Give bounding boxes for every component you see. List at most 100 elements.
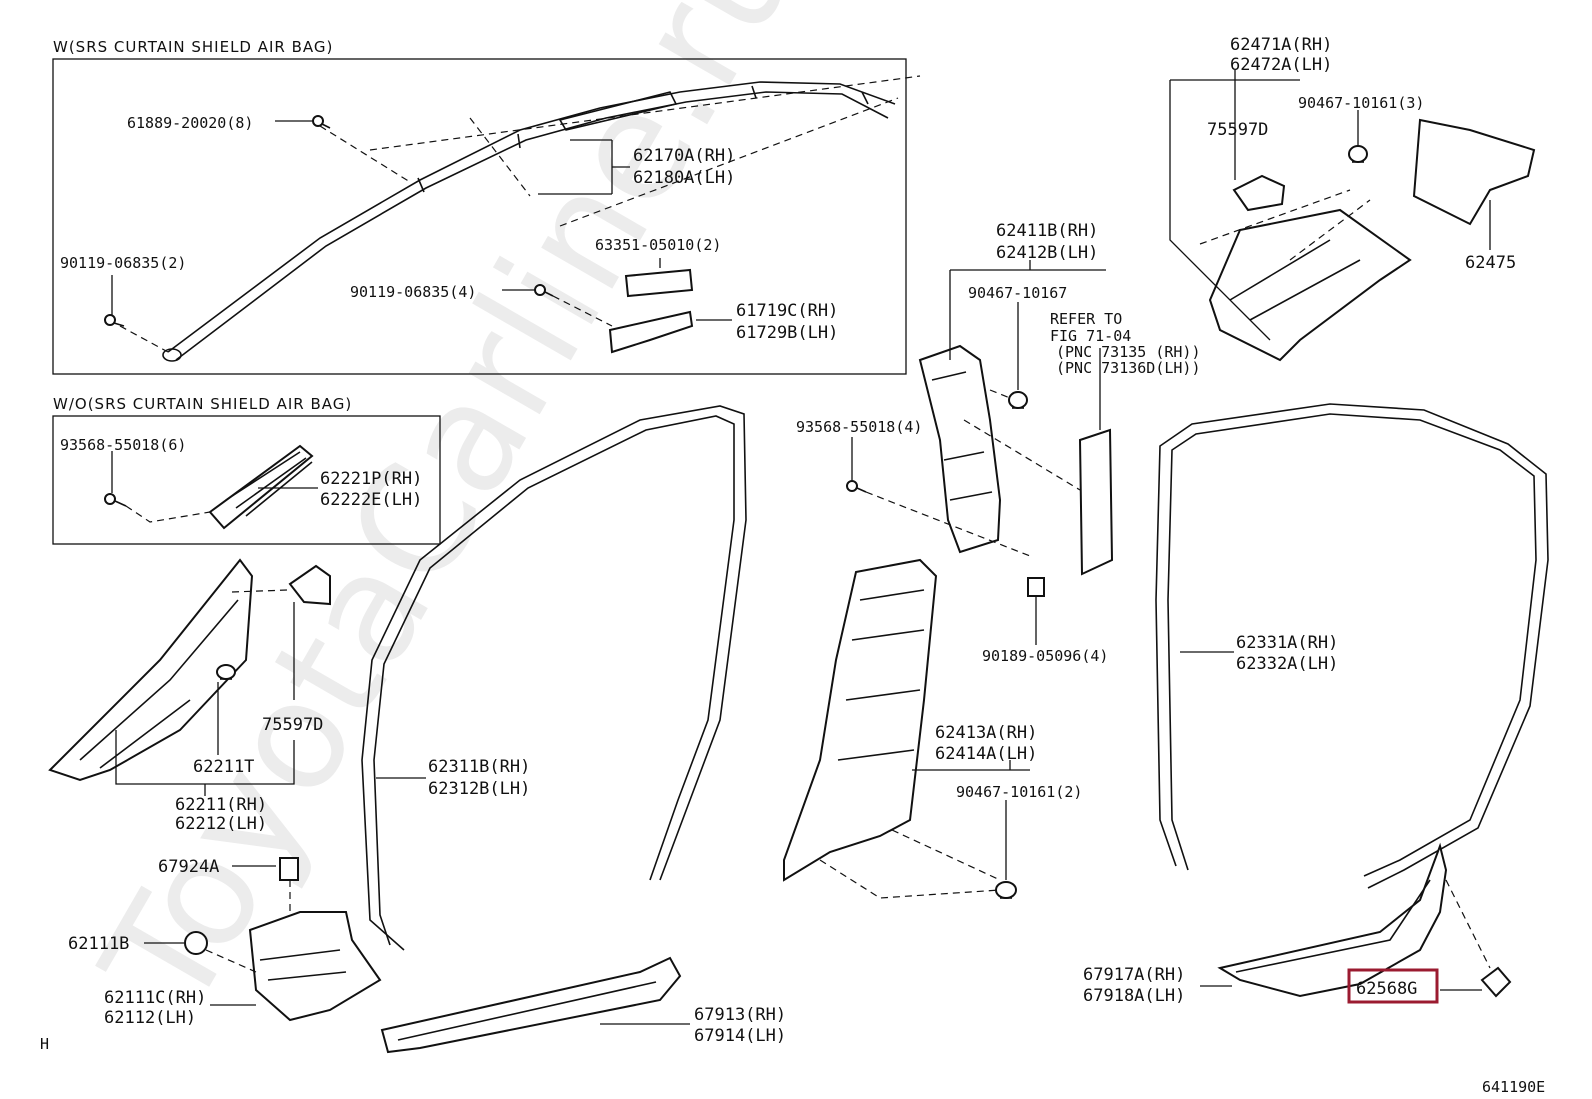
hanger-62221p	[208, 444, 314, 530]
clip-75597d-b	[1232, 174, 1286, 212]
seatbelt-cover-refer	[1078, 428, 1114, 576]
label-refer-4: (PNC 73136D(LH))	[1056, 359, 1201, 377]
label-90467-a: 90467-10167	[968, 284, 1067, 302]
label-62221p-rh: 62221P(RH)	[320, 469, 422, 489]
leader-62471a	[1169, 70, 1300, 341]
label-refer-3: (PNC 73135 (RH))	[1056, 343, 1201, 361]
highlight-box-62568g	[1347, 968, 1439, 1004]
bolt-93568-a	[104, 493, 127, 507]
clip-62568g	[1480, 966, 1512, 998]
bolt-90119-a	[104, 314, 125, 327]
cap-guide	[205, 949, 257, 973]
bolt-93568-b	[846, 480, 867, 493]
with-airbag-title: W(SRS CURTAIN SHIELD AIR BAG)	[53, 38, 333, 56]
label-62170a-rh: 62170A(RH)	[633, 146, 735, 166]
roof-side-inner-garnish	[1208, 208, 1412, 362]
label-61719c-rh: 61719C(RH)	[736, 301, 838, 321]
leader-62413a	[912, 760, 1030, 771]
label-93568-a: 93568-55018(6)	[60, 436, 186, 454]
bolt-guide-93568-b	[865, 419, 1081, 557]
label-62180a-lh: 62180A(LH)	[633, 168, 735, 188]
leader-62411b	[949, 260, 1106, 360]
label-67917a-rh: 67917A(RH)	[1083, 965, 1185, 985]
clip-75597d-a	[288, 564, 331, 606]
clip-guide-62568g	[1445, 879, 1491, 969]
label-62211-rh: 62211(RH)	[175, 795, 267, 815]
leader-clips	[217, 602, 295, 755]
label-refer-1: REFER TO	[1050, 310, 1122, 328]
clip-90467-c	[1348, 145, 1368, 163]
label-67924a: 67924A	[158, 857, 219, 877]
center-pillar-upper-garnish	[918, 344, 1002, 554]
label-62111c-rh: 62111C(RH)	[104, 988, 206, 1008]
label-67913-rh: 67913(RH)	[694, 1005, 786, 1025]
label-90467-b: 90467-10161(2)	[956, 783, 1082, 801]
label-62414a-lh: 62414A(LH)	[935, 744, 1037, 764]
label-67918a-lh: 67918A(LH)	[1083, 986, 1185, 1006]
label-62475: 62475	[1465, 253, 1516, 273]
label-90119-a: 90119-06835(2)	[60, 254, 186, 272]
label-90467-c: 90467-10161(3)	[1298, 94, 1424, 112]
label-75597d-b: 75597D	[1207, 120, 1268, 140]
label-62412b-lh: 62412B(LH)	[996, 243, 1098, 263]
airbag-guide-lines	[319, 75, 921, 227]
front-pillar-garnish	[48, 558, 254, 782]
label-62222e-lh: 62222E(LH)	[320, 490, 422, 510]
rear-door-weatherstrip	[1167, 413, 1537, 877]
bolt-61889	[312, 115, 331, 129]
hanger-guide	[125, 505, 211, 523]
label-62311b-rh: 62311B(RH)	[428, 757, 530, 777]
label-62312b-lh: 62312B(LH)	[428, 779, 530, 799]
label-67914-lh: 67914(LH)	[694, 1026, 786, 1046]
curtain-airbag-part	[162, 81, 896, 362]
leader-62170a	[538, 139, 630, 195]
label-62413a-rh: 62413A(RH)	[935, 723, 1037, 743]
clip-90467-b	[995, 881, 1017, 899]
label-62112-lh: 62112(LH)	[104, 1008, 196, 1028]
bolt-guide-a	[119, 325, 169, 353]
quarter-trim-62475	[1412, 118, 1536, 226]
label-62568g[interactable]: 62568G	[1356, 979, 1417, 999]
bolt-90119-b	[534, 284, 554, 297]
label-93568-b: 93568-55018(4)	[796, 418, 922, 436]
corner-mark: H	[40, 1035, 49, 1053]
clip-guide-90467-a	[989, 389, 1011, 399]
label-refer-2: FIG 71-04	[1050, 327, 1131, 345]
label-61889: 61889-20020(8)	[127, 114, 253, 132]
with-airbag-box	[52, 58, 907, 375]
label-61729b-lh: 61729B(LH)	[736, 323, 838, 343]
cowl-side-trim	[248, 911, 382, 1022]
label-62212-lh: 62212(LH)	[175, 814, 267, 834]
label-62471a-rh: 62471A(RH)	[1230, 35, 1332, 55]
label-62211t: 62211T	[193, 757, 254, 777]
label-63351: 63351-05010(2)	[595, 236, 721, 254]
bracket-61719c	[608, 310, 694, 354]
cap-62111b	[184, 931, 208, 955]
front-scuff-plate	[380, 956, 682, 1054]
figure-code: 641190E	[1482, 1078, 1545, 1096]
clip-guide-a	[231, 589, 289, 593]
label-75597d-a: 75597D	[262, 715, 323, 735]
clip-62211t	[216, 664, 236, 680]
clip-guide-90467-b	[819, 829, 1001, 899]
label-62411b-rh: 62411B(RH)	[996, 221, 1098, 241]
label-62331a-rh: 62331A(RH)	[1236, 633, 1338, 653]
without-airbag-box	[52, 415, 441, 545]
clip-90467-a	[1008, 391, 1028, 409]
center-pillar-lower-garnish	[783, 558, 938, 882]
label-62332a-lh: 62332A(LH)	[1236, 654, 1338, 674]
label-62472a-lh: 62472A(LH)	[1230, 55, 1332, 75]
label-62111b: 62111B	[68, 934, 129, 954]
leader-cowl	[144, 865, 276, 1006]
front-door-weatherstrip	[361, 405, 747, 951]
rear-scuff-plate	[1217, 842, 1448, 998]
label-90189: 90189-05096(4)	[982, 647, 1108, 665]
without-airbag-title: W/O(SRS CURTAIN SHIELD AIR BAG)	[53, 395, 352, 413]
leader-62211	[115, 730, 295, 796]
tape-63351	[624, 268, 694, 298]
label-90119-b: 90119-06835(4)	[350, 283, 476, 301]
clip-90189	[1027, 577, 1045, 597]
clip-67924a	[279, 857, 299, 881]
